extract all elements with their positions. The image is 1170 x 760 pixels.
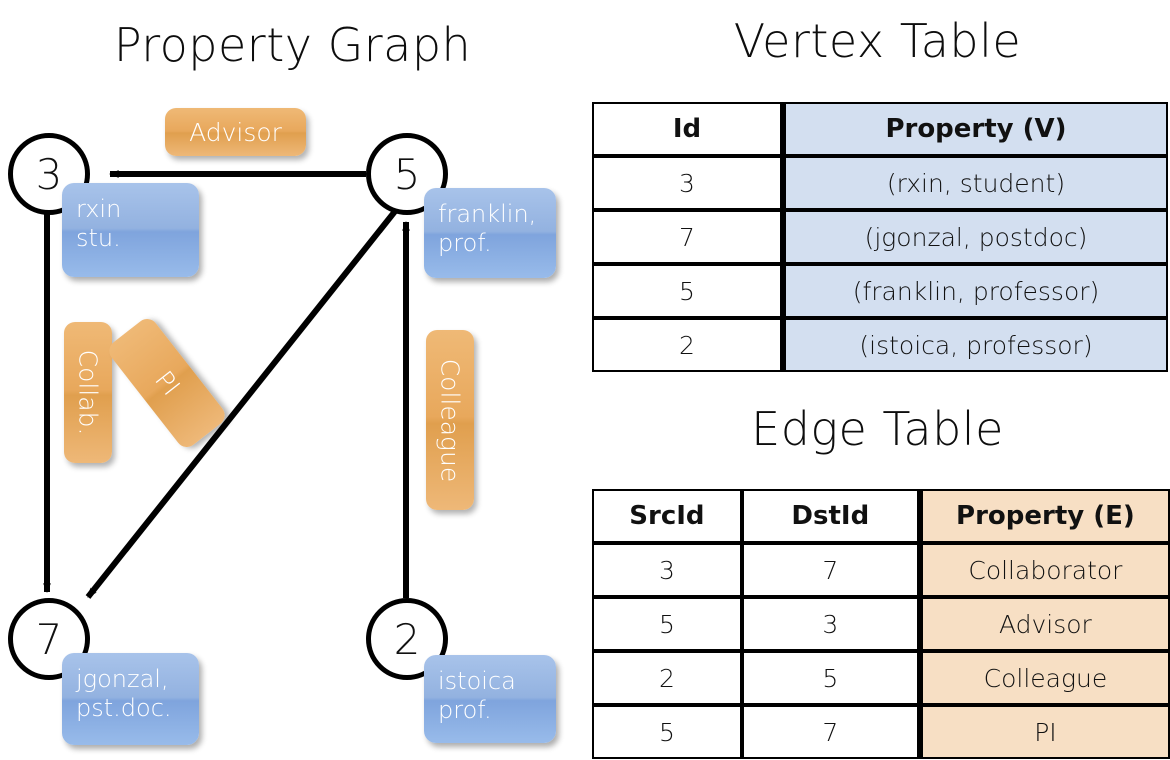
table-row[interactable]: 2 (istoica, professor) (592, 318, 1168, 372)
edge-label-colleague-text: Colleague (435, 358, 465, 482)
table-row[interactable]: 5 3 Advisor (592, 597, 1170, 651)
vertex-cell-id: 7 (592, 210, 782, 264)
graph-node-2-label: 2 (393, 614, 421, 664)
graph-node-3-label: 3 (35, 149, 63, 199)
vertex-cell-property: (jgonzal, postdoc) (782, 210, 1168, 264)
edge-cell-property: Advisor (918, 597, 1170, 651)
table-row[interactable]: 5 7 PI (592, 705, 1170, 759)
graph-node-5[interactable]: 5 (366, 133, 448, 215)
edge-table-header-property: Property (E) (918, 489, 1170, 543)
graph-edges-svg (43, 170, 410, 599)
property-graph-diagram: 3 5 7 2 rxin stu. franklin, prof. jgonza… (8, 108, 556, 745)
vertex-table-header-id: Id (592, 102, 782, 156)
edge-table-header-srcid: SrcId (592, 489, 742, 543)
page-title-property-graph: Property Graph (113, 18, 472, 72)
graph-node-5-label: 5 (393, 149, 421, 199)
vertex-cell-property: (istoica, professor) (782, 318, 1168, 372)
table-row[interactable]: 3 (rxin, student) (592, 156, 1168, 210)
edge-label-advisor-text: Advisor (189, 117, 282, 147)
edge-label-collab-text: Collab. (73, 349, 103, 436)
table-row[interactable]: 2 5 Colleague (592, 651, 1170, 705)
page-title-vertex-table: Vertex Table (733, 14, 1022, 68)
node-property-callout-franklin: franklin, prof. (424, 188, 556, 278)
edge-label-advisor: Advisor (165, 108, 306, 156)
vertex-table-header-property: Property (V) (782, 102, 1168, 156)
edge-table: SrcId DstId Property (E) 3 7 Collaborato… (592, 489, 1170, 759)
page-title-edge-table: Edge Table (751, 402, 1004, 456)
edge-label-collab: Collab. (64, 322, 112, 463)
vertex-cell-id: 3 (592, 156, 782, 210)
edge-5-to-7-pi (85, 203, 403, 599)
vertex-cell-id: 5 (592, 264, 782, 318)
table-row[interactable]: 5 (franklin, professor) (592, 264, 1168, 318)
table-row[interactable]: 3 7 Collaborator (592, 543, 1170, 597)
edge-cell-srcid: 3 (592, 543, 742, 597)
edge-label-colleague: Colleague (426, 330, 474, 510)
edge-table-header-row: SrcId DstId Property (E) (592, 489, 1170, 543)
edge-cell-srcid: 5 (592, 705, 742, 759)
edge-cell-property: Collaborator (918, 543, 1170, 597)
edge-table-header-dstid: DstId (741, 489, 919, 543)
edge-cell-dstid: 3 (741, 597, 919, 651)
vertex-cell-property: (rxin, student) (782, 156, 1168, 210)
vertex-cell-id: 2 (592, 318, 782, 372)
edge-cell-srcid: 5 (592, 597, 742, 651)
edge-cell-dstid: 7 (741, 705, 919, 759)
node-property-callout-rxin: rxin stu. (62, 183, 199, 277)
table-row[interactable]: 7 (jgonzal, postdoc) (592, 210, 1168, 264)
vertex-table-header-row: Id Property (V) (592, 102, 1168, 156)
node-property-callout-istoica: istoica prof. (424, 655, 556, 743)
edge-cell-property: Colleague (918, 651, 1170, 705)
graph-node-2[interactable]: 2 (366, 598, 448, 680)
edge-cell-srcid: 2 (592, 651, 742, 705)
node-property-callout-jgonzal: jgonzal, pst.doc. (62, 653, 199, 745)
edge-cell-property: PI (918, 705, 1170, 759)
edge-cell-dstid: 5 (741, 651, 919, 705)
vertex-cell-property: (franklin, professor) (782, 264, 1168, 318)
edge-cell-dstid: 7 (741, 543, 919, 597)
vertex-table: Id Property (V) 3 (rxin, student) 7 (jgo… (592, 102, 1168, 372)
graph-node-7-label: 7 (35, 614, 63, 664)
edge-label-pi-text: PI (148, 365, 186, 401)
